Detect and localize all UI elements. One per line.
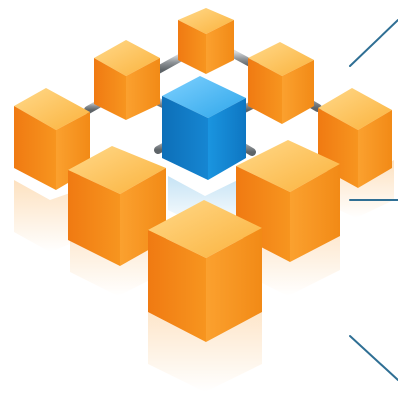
node-cube [248,42,314,124]
hub-cube [162,76,246,180]
node-cube [94,40,160,120]
accent-line-top [349,19,398,67]
node-cube [148,200,262,342]
accent-lines [349,19,398,381]
node-cube [178,8,234,74]
accent-line-bottom [349,335,398,381]
node-cube [318,88,392,188]
